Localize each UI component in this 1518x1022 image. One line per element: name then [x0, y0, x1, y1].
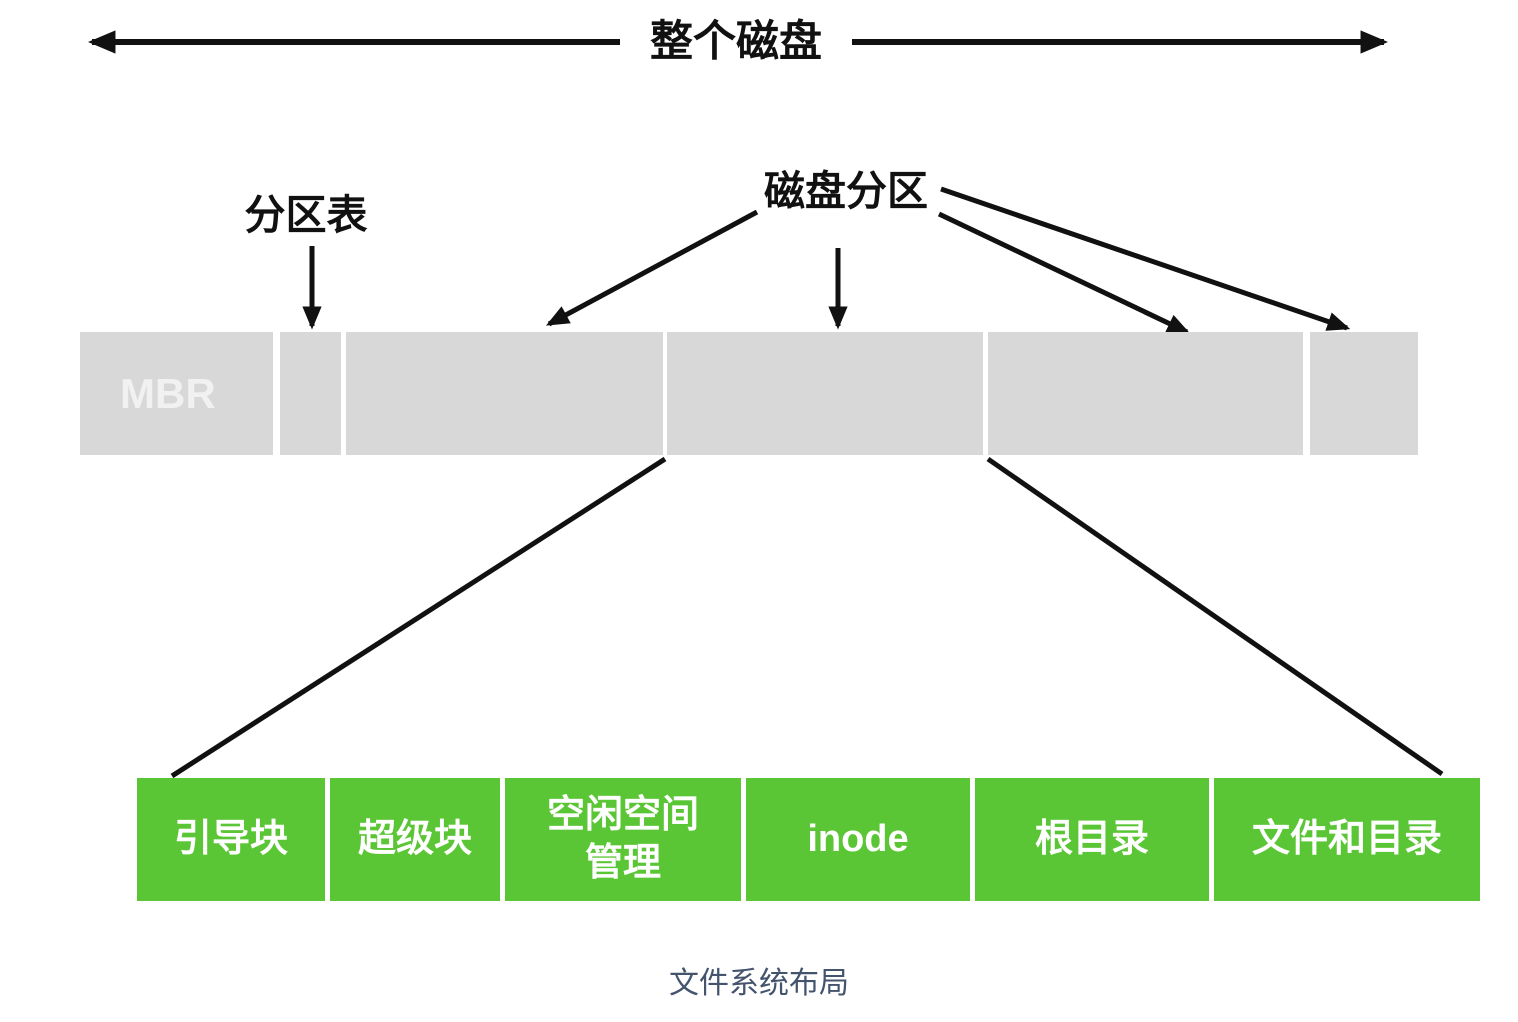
- partition-table-label: 分区表: [244, 192, 368, 238]
- fs-segment-root-directory: 根目录: [975, 778, 1209, 901]
- disk-partition-arrow-left: [545, 209, 759, 327]
- disk-segment-partition-3: [988, 332, 1303, 455]
- diagram-caption: 文件系统布局: [669, 967, 849, 1000]
- mbr-label: MBR: [120, 370, 216, 417]
- fs-segment-super-block: 超级块: [330, 778, 500, 901]
- fs-segment-free-space-management: 空闲空间管理: [505, 778, 741, 901]
- fs-segment-boot-block: 引导块: [137, 778, 325, 901]
- fs-segment-files-and-directories: 文件和目录: [1214, 778, 1480, 901]
- disk-segment-partition-table: [280, 332, 341, 455]
- disk-segment-partition-2: [667, 332, 983, 455]
- expansion-line-right: [986, 456, 1444, 777]
- fs-segment-inode: inode: [746, 778, 970, 901]
- disk-partition-label: 磁盘分区: [764, 168, 928, 214]
- expansion-line-left: [170, 456, 667, 779]
- disk-partition-arrow-right-2: [940, 186, 1351, 331]
- whole-disk-label: 整个磁盘: [620, 14, 852, 70]
- disk-segment-partition-1: [346, 332, 663, 455]
- disk-segment-mbr: MBR: [80, 332, 273, 455]
- disk-partition-arrow-right-1: [937, 211, 1191, 335]
- disk-segment-partition-4: [1310, 332, 1418, 455]
